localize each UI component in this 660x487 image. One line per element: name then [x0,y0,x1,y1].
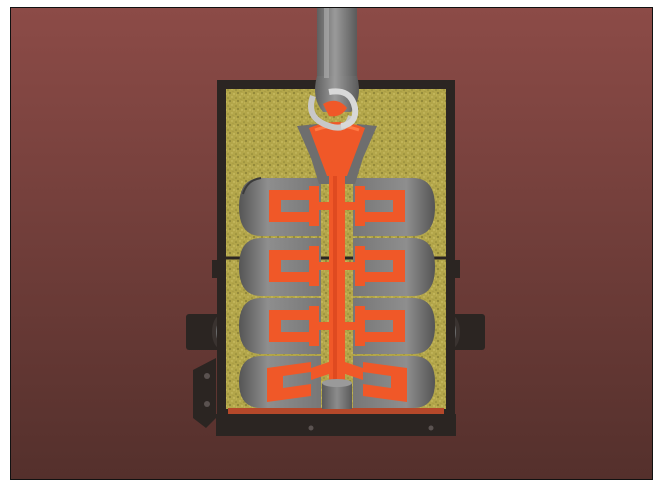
casting-diagram [11,8,653,480]
diagram-canvas [10,7,653,480]
